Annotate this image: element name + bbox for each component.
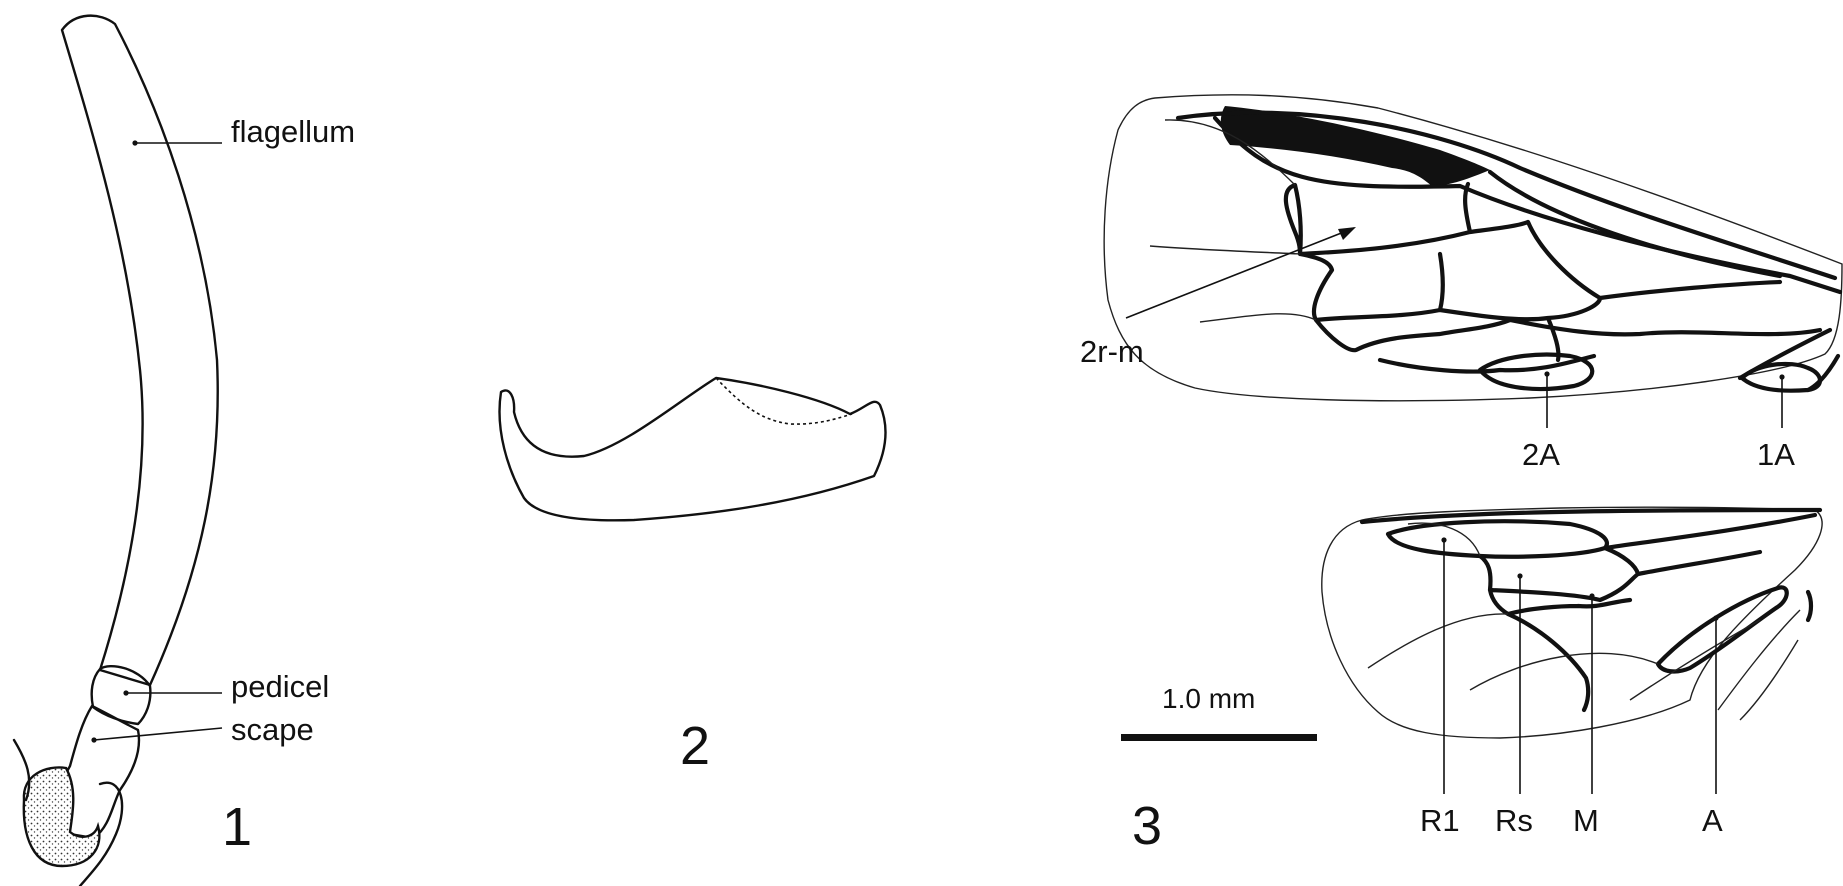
scale-bar-label: 1.0 mm: [1162, 683, 1255, 714]
pedicel-label: pedicel: [231, 669, 329, 704]
mandible-dotted-edge: [716, 378, 852, 424]
a-point: [1713, 615, 1718, 620]
pedicel-outline: [92, 666, 151, 724]
mandible-outline: [500, 378, 886, 520]
forewing-anal-veins: [1740, 330, 1838, 390]
hindwing-r1-cell: [1388, 521, 1607, 556]
hindwing-anal-vein-tip: [1808, 592, 1811, 620]
pedicel-point: [123, 690, 128, 695]
forewing-drawing: [1104, 95, 1842, 401]
anal-2a-label: 2A: [1522, 437, 1560, 472]
flagellum-label: flagellum: [231, 114, 355, 149]
forewing-stigma: [1221, 106, 1490, 186]
panel-number-2: 2: [680, 716, 710, 776]
panel-number-3: 3: [1132, 796, 1162, 856]
r1-point: [1441, 537, 1446, 542]
m-label: M: [1573, 803, 1599, 838]
m-point: [1589, 593, 1594, 598]
cross-vein-2r-m-arrowhead: [1338, 227, 1356, 240]
forewing-outline: [1104, 95, 1842, 401]
hindwing-costa: [1362, 510, 1820, 522]
r1-label: R1: [1420, 803, 1460, 838]
hindwing-anal-cell: [1658, 587, 1787, 671]
antenna-drawing: [14, 16, 218, 886]
a-label: A: [1702, 803, 1723, 838]
anal-2a-point: [1544, 371, 1549, 376]
flagellum-outline: [62, 16, 218, 685]
rs-point: [1517, 573, 1522, 578]
forewing-cells: [1286, 184, 1820, 372]
scape-leader: [94, 728, 222, 740]
hindwing-radial-vein: [1480, 515, 1815, 710]
rs-label: Rs: [1495, 803, 1533, 838]
scape-label: scape: [231, 712, 314, 747]
hindwing-drawing: [1322, 507, 1822, 738]
flagellum-point: [132, 140, 137, 145]
scale-bar: [1121, 734, 1317, 741]
scape-point: [91, 737, 96, 742]
cross-vein-2r-m-label: 2r-m: [1080, 334, 1144, 369]
antennal-socket: [24, 767, 100, 866]
panel-number-1: 1: [222, 797, 252, 857]
anal-1a-label: 1A: [1757, 437, 1795, 472]
mandible-drawing: [500, 378, 886, 520]
anal-1a-point: [1779, 374, 1784, 379]
cross-vein-2r-m-leader: [1126, 228, 1354, 318]
